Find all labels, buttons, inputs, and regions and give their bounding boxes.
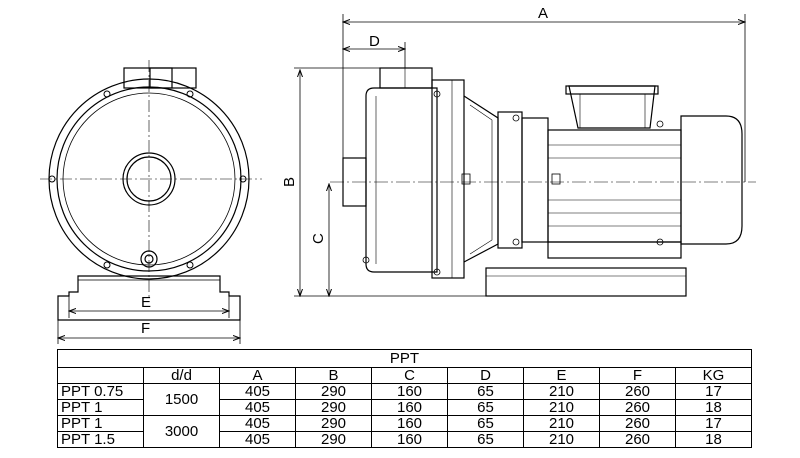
- column-header: F: [599, 367, 676, 384]
- dimension-A: [343, 14, 745, 182]
- table-cell: 260: [599, 383, 676, 400]
- table-cell: 18: [675, 431, 752, 448]
- dimension-E-label: E: [141, 294, 151, 311]
- table-row: PPT 1 405 290 160 65 210 260 18: [57, 399, 752, 416]
- table-cell: 65: [447, 431, 524, 448]
- terminal-box: [568, 85, 656, 129]
- column-header: KG: [675, 367, 752, 384]
- table-cell: 290: [295, 415, 372, 432]
- table-cell: 405: [219, 399, 296, 416]
- table-cell: 17: [675, 415, 752, 432]
- bracket: [463, 95, 499, 263]
- dimension-E: [69, 296, 229, 318]
- table-cell: 160: [371, 415, 448, 432]
- speed-cell: 3000: [143, 415, 220, 448]
- dimension-B-label: B: [281, 177, 298, 187]
- table-cell: 160: [371, 383, 448, 400]
- table-header-row: d/d A B C D E F KG: [57, 367, 752, 384]
- table-title-row: PPT: [57, 349, 752, 368]
- table-cell: 405: [219, 431, 296, 448]
- column-header: A: [219, 367, 296, 384]
- table-cell: 290: [295, 399, 372, 416]
- pump-technical-drawing: E F: [40, 5, 756, 344]
- table-cell: 17: [675, 383, 752, 400]
- table-cell: 210: [523, 431, 600, 448]
- fan-cover: [680, 115, 743, 245]
- table-title: PPT: [57, 349, 752, 368]
- table-cell: 210: [523, 415, 600, 432]
- table-cell: 260: [599, 415, 676, 432]
- model-cell: PPT 1: [57, 415, 144, 432]
- outlet-pipe: [149, 67, 173, 89]
- dimension-D: [343, 42, 405, 68]
- speed-cell: 1500: [143, 383, 220, 416]
- motor-feet: [547, 241, 682, 259]
- dimension-C-label: C: [310, 233, 327, 244]
- pump-flange: [431, 79, 465, 279]
- dimension-B: [294, 67, 486, 296]
- dimension-F-label: F: [141, 320, 150, 337]
- side-base: [485, 267, 687, 297]
- table-cell: 65: [447, 415, 524, 432]
- table-cell: 290: [295, 383, 372, 400]
- column-header: E: [523, 367, 600, 384]
- front-view: [40, 60, 262, 321]
- side-outlet: [379, 67, 433, 89]
- table-cell: 160: [371, 431, 448, 448]
- dimension-D-label: D: [369, 33, 380, 50]
- model-cell: PPT 1.5: [57, 431, 144, 448]
- model-cell: PPT 0.75: [57, 383, 144, 400]
- table-cell: 65: [447, 399, 524, 416]
- table-cell: 65: [447, 383, 524, 400]
- volute-casing: [365, 87, 438, 273]
- table-cell: 210: [523, 383, 600, 400]
- column-header: D: [447, 367, 524, 384]
- dimension-F: [58, 320, 240, 344]
- table-row: PPT 1.5 405 290 160 65 210 260 18: [57, 431, 752, 448]
- outlet-flange: [123, 67, 197, 89]
- table-cell: 210: [523, 399, 600, 416]
- table-cell: 160: [371, 399, 448, 416]
- side-view: [330, 67, 756, 297]
- column-header: B: [295, 367, 372, 384]
- table-cell: 405: [219, 415, 296, 432]
- table-row: PPT 1 3000 405 290 160 65 210 260 17: [57, 415, 752, 448]
- dimension-A-label: A: [538, 5, 548, 22]
- column-header: d/d: [143, 367, 220, 384]
- pump-spec-table: PPT d/d A B C D E F KG PPT 0.75 1500 405…: [57, 349, 752, 448]
- column-header: [57, 367, 144, 384]
- column-header: C: [371, 367, 448, 384]
- motor-body: [547, 129, 682, 243]
- table-cell: 290: [295, 431, 372, 448]
- table-cell: 405: [219, 383, 296, 400]
- table-row: PPT 0.75 1500 405 290 160 65 210 260 17: [57, 383, 752, 416]
- table-cell: 260: [599, 399, 676, 416]
- motor-flange: [497, 111, 523, 249]
- table-cell: 260: [599, 431, 676, 448]
- model-cell: PPT 1: [57, 399, 144, 416]
- table-cell: 18: [675, 399, 752, 416]
